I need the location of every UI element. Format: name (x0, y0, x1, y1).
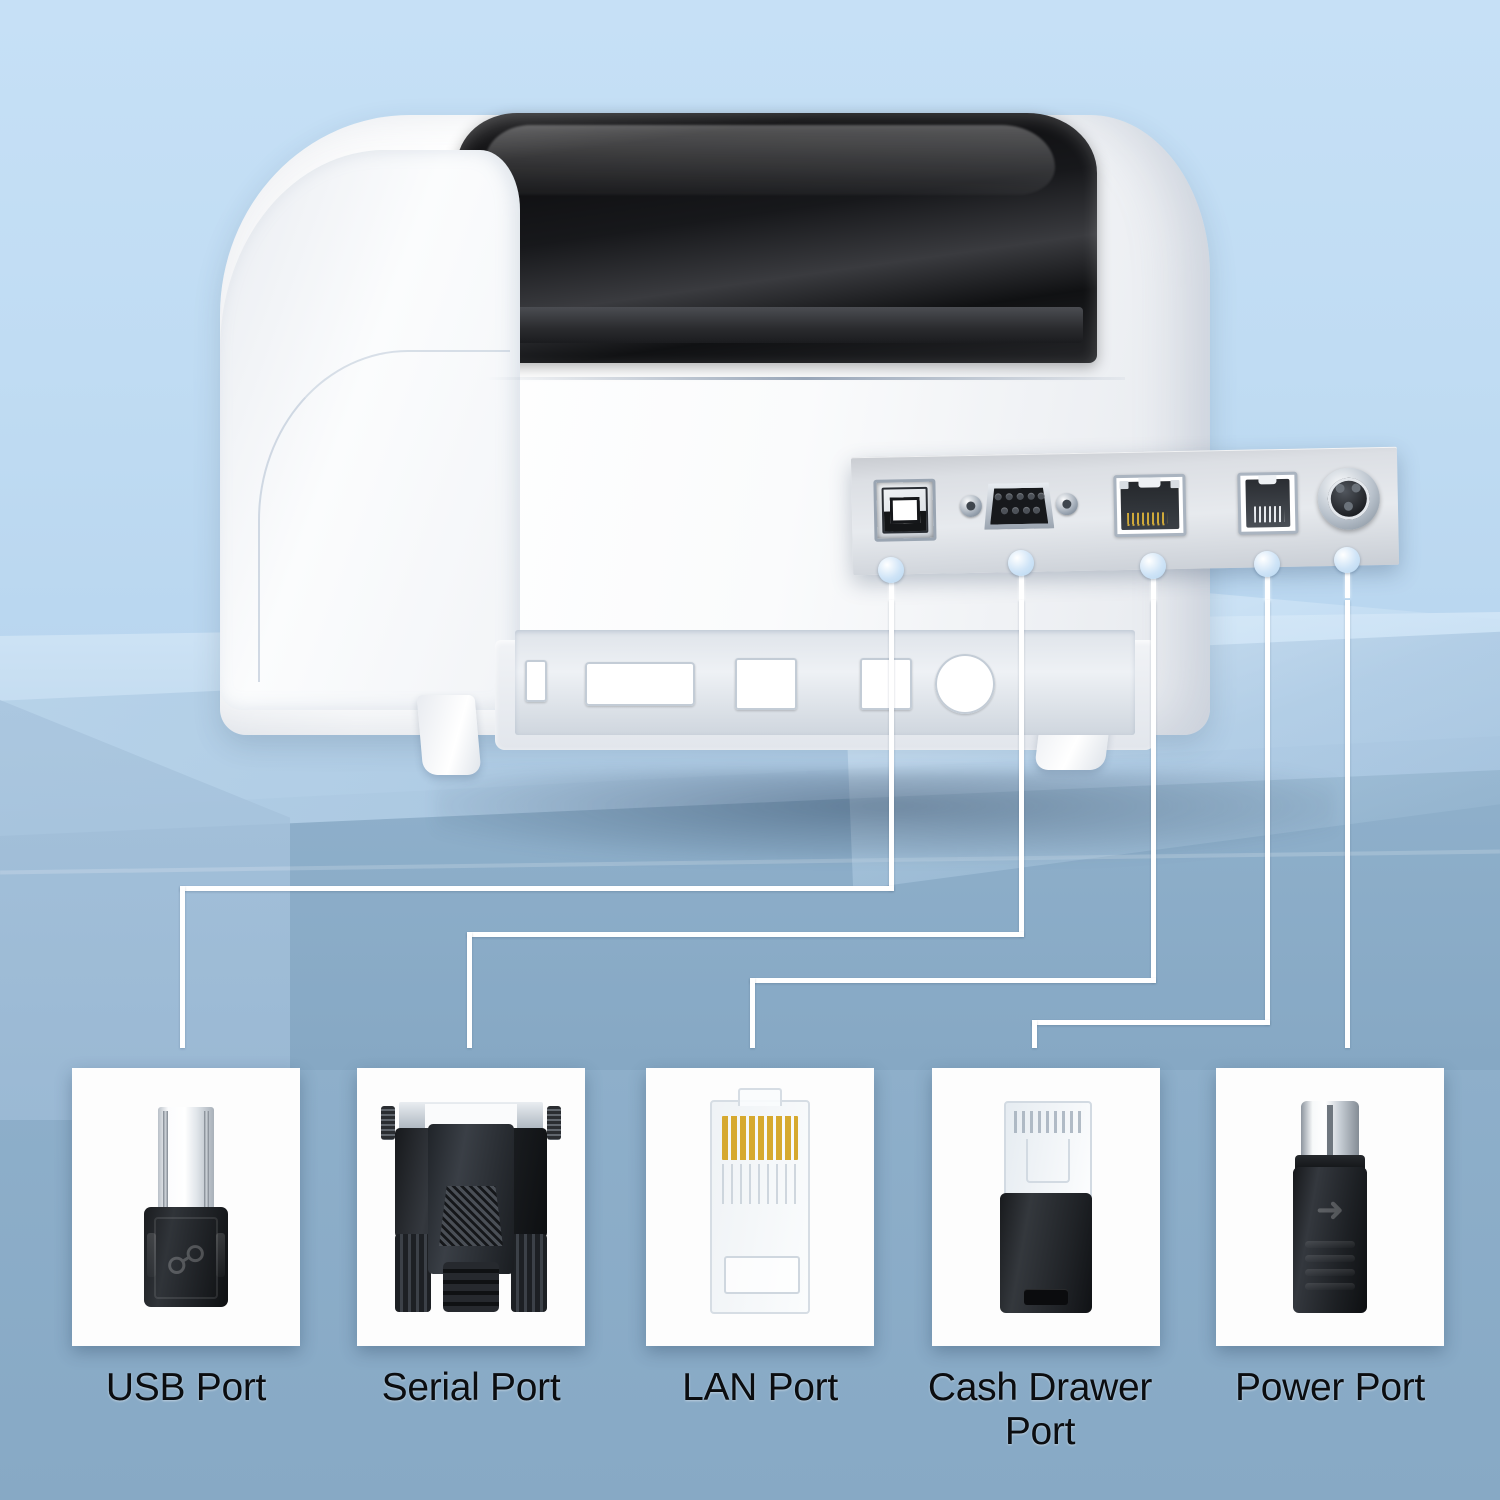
callout-label-power: Power Port (1235, 1366, 1425, 1409)
usb-type-b-connector-icon: ☍ (144, 1107, 228, 1307)
callout-card-usb[interactable]: ☍ (72, 1068, 300, 1346)
pin-marker-lan (1140, 553, 1166, 579)
pin-marker-usb (878, 557, 904, 583)
pin-marker-serial (1008, 550, 1034, 576)
printer-rear-panel (515, 630, 1135, 735)
leader-lan-vert-1 (1151, 600, 1156, 982)
leader-cash-horiz (1032, 1020, 1270, 1025)
rear-usb-port-icon (525, 660, 547, 702)
magnified-cash-drawer-port-icon (1237, 471, 1299, 535)
rear-power-port-icon (935, 654, 995, 714)
printer-side-cap (220, 150, 520, 710)
callout-label-serial: Serial Port (381, 1366, 561, 1409)
rear-cash-port-icon (860, 658, 912, 710)
callout-card-lan[interactable] (646, 1068, 874, 1346)
magnified-usb-port-icon (873, 478, 937, 542)
magnified-serial-port-icon (959, 480, 1079, 532)
magnified-lan-port-icon (1113, 473, 1187, 538)
printer-lid-gloss (485, 125, 1055, 195)
rear-serial-port-icon (585, 662, 695, 706)
leader-cash-vert-1 (1265, 600, 1270, 1024)
pin-stem-cash (1265, 572, 1270, 602)
din-power-connector-icon: ➜ (1289, 1101, 1371, 1313)
leader-serial-vert-2 (467, 932, 472, 1048)
printer-side-cap-groove (258, 350, 510, 682)
callout-card-serial[interactable] (357, 1068, 585, 1346)
db9-serial-connector-icon (381, 1102, 561, 1312)
leader-usb-horiz (180, 886, 894, 891)
pin-stem-power (1345, 568, 1350, 598)
pin-marker-power (1334, 547, 1360, 573)
pin-marker-cash (1254, 551, 1280, 577)
pin-stem-serial (1019, 571, 1024, 601)
callout-label-lan: LAN Port (682, 1366, 838, 1409)
rear-lan-port-icon (735, 658, 797, 710)
pin-stem-lan (1151, 574, 1156, 604)
printer-lid-lip (473, 307, 1083, 343)
printer-shadow (435, 770, 1335, 860)
magnified-power-port-icon (1317, 467, 1381, 531)
leader-lan-horiz (750, 978, 1156, 983)
printer-body-seam (485, 377, 1125, 380)
printer-foot-left (416, 695, 482, 775)
callout-label-usb: USB Port (105, 1366, 267, 1409)
printer-illustration (195, 55, 1335, 860)
leader-power-vert (1345, 600, 1350, 1048)
leader-cash-vert-2 (1032, 1020, 1037, 1048)
callout-card-power[interactable]: ➜ (1216, 1068, 1444, 1346)
rj11-plug-connector-icon (1000, 1101, 1092, 1313)
leader-usb-vert-2 (180, 886, 185, 1048)
magnified-port-strip (850, 446, 1400, 576)
callout-label-cash: Cash Drawer Port (927, 1366, 1153, 1453)
leader-serial-vert-1 (1019, 600, 1024, 936)
rj45-plug-connector-icon (710, 1088, 810, 1314)
callout-card-cash[interactable] (932, 1068, 1160, 1346)
leader-usb-vert-1 (889, 600, 894, 890)
pin-stem-usb (889, 578, 894, 608)
leader-lan-vert-2 (750, 978, 755, 1048)
leader-serial-horiz (467, 932, 1024, 937)
